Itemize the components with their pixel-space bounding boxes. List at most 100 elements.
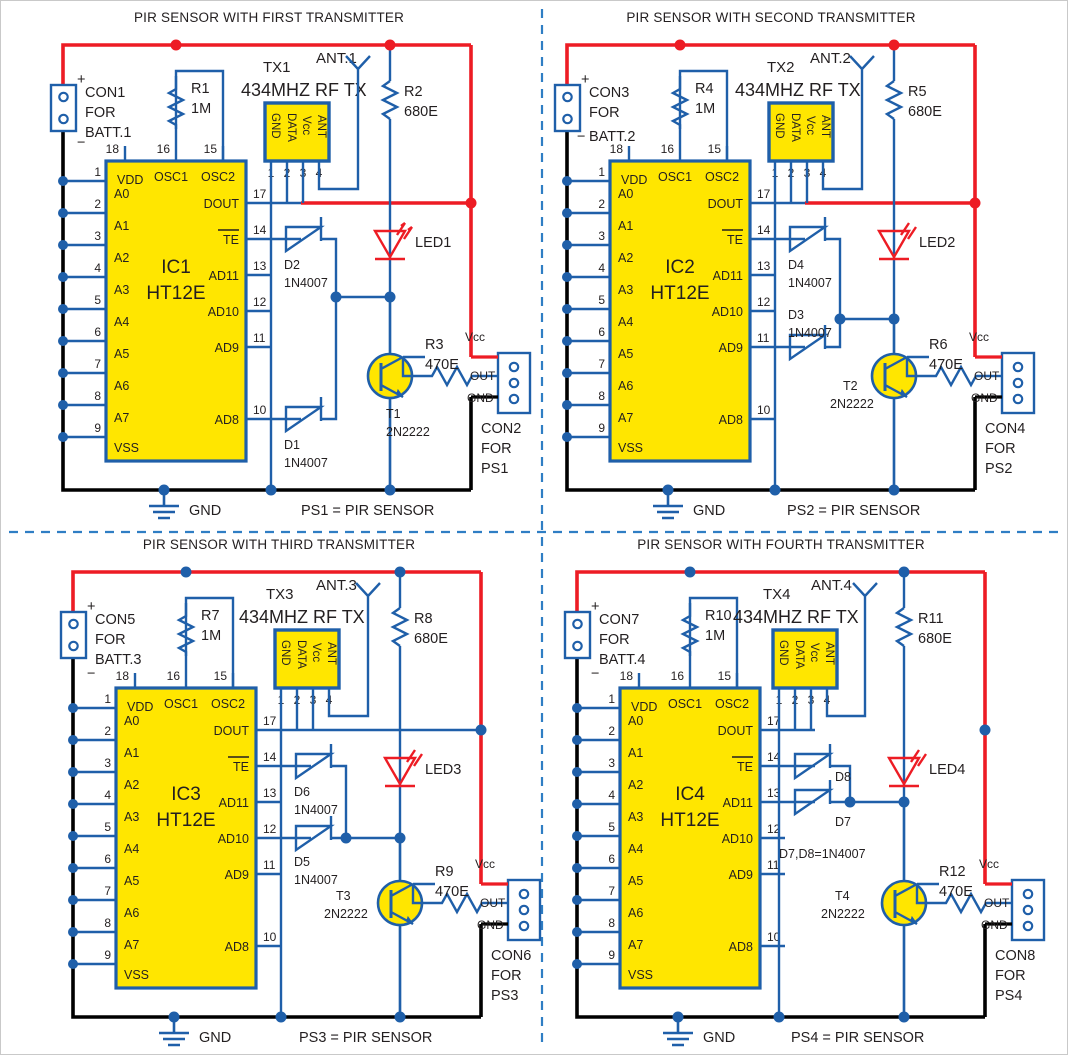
ic-pin-label-a1: A1 <box>124 746 139 760</box>
quadrant-title: PIR SENSOR WITH THIRD TRANSMITTER <box>143 537 415 552</box>
ic-pin-num-11: 11 <box>767 858 780 872</box>
battery-connector-target: BATT.4 <box>599 652 645 668</box>
tx-pin-label-ant: ANT <box>325 642 337 665</box>
ic-pin-label-osc2: OSC2 <box>705 170 739 184</box>
ic-pin-num-1: 1 <box>104 692 111 706</box>
sensor-pin-vcc: Vcc <box>969 330 989 344</box>
ic-pin-label-a2: A2 <box>114 251 129 265</box>
diode-d2-ref: D2 <box>284 258 300 272</box>
sensor-pin-vcc: Vcc <box>979 857 999 871</box>
quadrant-footnote: PS2 = PIR SENSOR <box>787 503 920 519</box>
ic-pin-label-te-group: TE <box>228 756 249 774</box>
osc-resistor <box>680 596 739 688</box>
battery-connector[interactable] <box>59 610 88 660</box>
ic-pin-num-5: 5 <box>598 293 605 307</box>
ic-pin-label-ad8: AD8 <box>729 940 753 954</box>
osc-resistor-ref: R1 <box>191 81 210 97</box>
ic-pin-label-a7: A7 <box>628 938 643 952</box>
ic-pin-label-ad8: AD8 <box>719 413 743 427</box>
ic-ref: IC2 <box>665 257 695 278</box>
ic-pin-label-te: TE <box>233 760 249 774</box>
base-resistor <box>401 357 488 388</box>
ic-pin-label-a2: A2 <box>618 251 633 265</box>
battery-connector[interactable] <box>49 83 78 133</box>
battery-connector[interactable] <box>553 83 582 133</box>
tx-module-wires <box>279 632 370 1017</box>
sensor-pin-out: OUT <box>974 369 1000 383</box>
sensor-connector-name: CON2 <box>481 421 521 437</box>
diode-d2 <box>284 217 390 299</box>
ic-pin-label-a1: A1 <box>114 219 129 233</box>
transistor-symbol <box>880 802 939 1017</box>
base-resistor <box>915 884 1002 915</box>
tx-pin-label-gnd: GND <box>279 640 291 666</box>
battery-minus-label: − <box>77 135 85 151</box>
led-resistor-value: 680E <box>404 104 438 120</box>
ground-label: GND <box>693 503 725 519</box>
battery-minus-label: − <box>591 666 599 682</box>
diode-d7-ref: D7 <box>835 815 851 829</box>
ic-pin-label-ad10: AD10 <box>712 305 743 319</box>
ic-pin-num-6: 6 <box>598 325 605 339</box>
transistor-ref: T1 <box>386 407 401 421</box>
diode-d3 <box>788 317 894 362</box>
tx-pin-label-ant: ANT <box>823 642 835 665</box>
ic-top-pins <box>637 662 739 688</box>
led-symbol <box>382 749 423 788</box>
sensor-connector[interactable] <box>985 878 1046 942</box>
ic-pin-label-a3: A3 <box>114 283 129 297</box>
tx-pin-label-data: DATA <box>793 640 805 669</box>
transistor-ref: T3 <box>336 889 351 903</box>
base-resistor-value: 470E <box>425 357 459 373</box>
ic-pin-label-a7: A7 <box>618 411 633 425</box>
diode-d5-part: 1N4007 <box>294 873 338 887</box>
tx-module-body <box>771 628 839 690</box>
tx-pin-label-vcc: Vcc <box>310 643 322 662</box>
led-label: LED4 <box>929 762 965 778</box>
ground-symbol <box>159 1017 189 1047</box>
ic-pin-num-9: 9 <box>104 948 111 962</box>
ic-pin-num-8: 8 <box>94 389 101 403</box>
ic-pin-label-a3: A3 <box>618 283 633 297</box>
sensor-pin-gnd: GND <box>981 918 1008 932</box>
diode-d4 <box>788 217 842 319</box>
ic-pin-num-10: 10 <box>757 403 771 417</box>
sensor-connector[interactable] <box>975 351 1036 415</box>
ic-pin-num-18: 18 <box>116 669 130 683</box>
ic-pin-label-a6: A6 <box>618 379 633 393</box>
ic-pin-num-2: 2 <box>598 197 605 211</box>
led-symbol <box>372 222 413 261</box>
sensor-pin-gnd: GND <box>971 391 998 405</box>
ic-pin-label-ad10: AD10 <box>722 832 753 846</box>
sensor-connector-name: CON8 <box>995 948 1035 964</box>
ic-ref: IC1 <box>161 257 191 278</box>
sensor-connector[interactable] <box>481 878 542 942</box>
ic-pin-label-a2: A2 <box>124 778 139 792</box>
ic-pin-num-6: 6 <box>94 325 101 339</box>
ic-ref: IC4 <box>675 784 705 805</box>
quadrant-q1: PIR SENSOR WITH FIRST TRANSMITTER + CON1… <box>49 10 532 520</box>
ic-pin-num-6: 6 <box>104 852 111 866</box>
ic-pin-label-a4: A4 <box>618 315 633 329</box>
ground-symbol <box>653 490 683 520</box>
ic-pin-label-ad10: AD10 <box>208 305 239 319</box>
ic-pin-num-14: 14 <box>767 750 781 764</box>
ic-pin-num-16: 16 <box>671 669 685 683</box>
diode-d6-part: 1N4007 <box>294 803 338 817</box>
tx-antenna-label: ANT.2 <box>810 50 851 67</box>
tx-module-body <box>273 628 341 690</box>
diode-d4-ref: D4 <box>788 258 804 272</box>
ic-pin-label-a6: A6 <box>628 906 643 920</box>
battery-connector[interactable] <box>563 610 592 660</box>
tx-pin-label-gnd: GND <box>773 113 785 139</box>
base-resistor-ref: R12 <box>939 864 966 880</box>
ic-pin-label-a4: A4 <box>628 842 643 856</box>
ic-pin-num-16: 16 <box>661 142 675 156</box>
sensor-connector[interactable] <box>471 351 532 415</box>
tx-module-body <box>263 101 331 163</box>
ic-pin-num-17: 17 <box>767 714 781 728</box>
tx-module-desc: 434MHZ RF TX <box>239 607 365 627</box>
ic-pin-num-5: 5 <box>608 820 615 834</box>
battery-minus-label: − <box>577 129 585 145</box>
ic-pin-num-15: 15 <box>708 142 722 156</box>
